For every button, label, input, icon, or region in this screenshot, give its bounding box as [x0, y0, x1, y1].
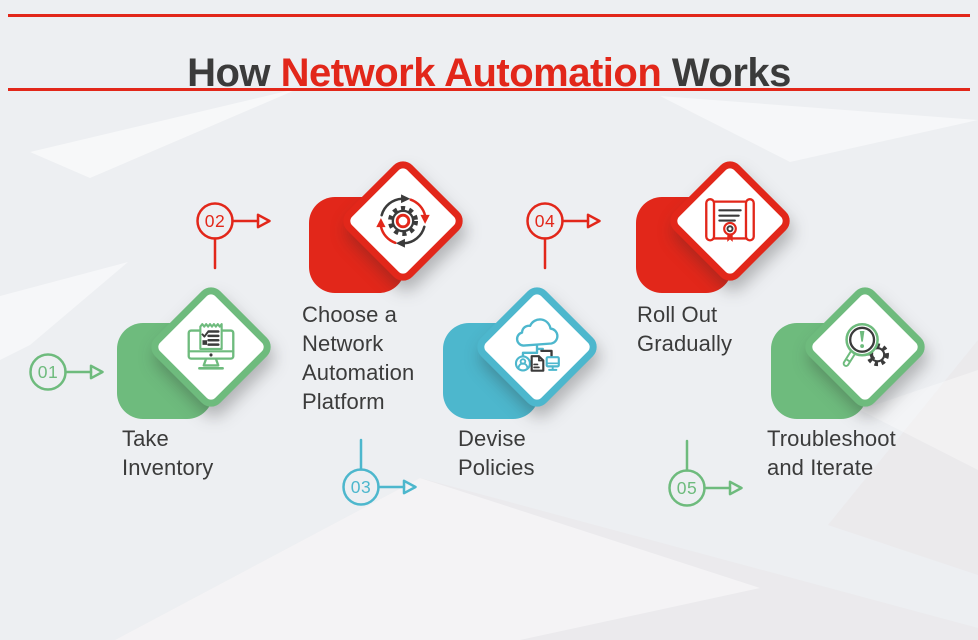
gear-cycle-icon: [376, 194, 430, 248]
step-number: 03: [351, 477, 371, 497]
title-prefix: How: [187, 50, 281, 95]
title-highlight: Network Automation: [280, 50, 662, 95]
step-number: 01: [38, 362, 58, 382]
title-suffix: Works: [661, 50, 792, 95]
arrow-right-icon: [586, 213, 601, 229]
step-05-badge: 05: [668, 439, 743, 507]
header-top-rule: [8, 14, 970, 17]
step-03-diamond: [471, 281, 603, 413]
step-05-diamond: [799, 281, 931, 413]
step-01-label: Take Inventory: [122, 426, 214, 480]
step-03-label: Devise Policies: [458, 426, 535, 480]
header-bottom-rule: [8, 88, 970, 91]
monitor-checklist-icon: [187, 323, 235, 370]
step-01-diamond: [145, 281, 277, 413]
certificate-icon: [705, 198, 755, 242]
step-02-label: Choose a Network Automation Platform: [302, 302, 415, 414]
page-title: How Network Automation Works: [0, 51, 978, 96]
step-number: 04: [535, 211, 555, 231]
cloud-network-icon: [514, 318, 560, 372]
step-number: 02: [205, 211, 225, 231]
step-number: 05: [677, 478, 697, 498]
magnifier-gear-icon: [842, 322, 889, 367]
step-02-diamond: [337, 155, 469, 287]
step-03-badge: 03: [342, 438, 417, 506]
step-01-badge: 01: [29, 353, 104, 391]
step-05-label: Troubleshoot and Iterate: [767, 426, 896, 480]
arrow-right-icon: [728, 480, 743, 496]
step-04-badge: 04: [526, 202, 601, 270]
arrow-right-icon: [89, 364, 104, 380]
arrow-right-icon: [256, 213, 271, 229]
step-04-label: Roll Out Gradually: [637, 302, 733, 356]
arrow-right-icon: [402, 479, 417, 495]
step-04-diamond: [664, 155, 796, 287]
step-02-badge: 02: [196, 202, 271, 270]
